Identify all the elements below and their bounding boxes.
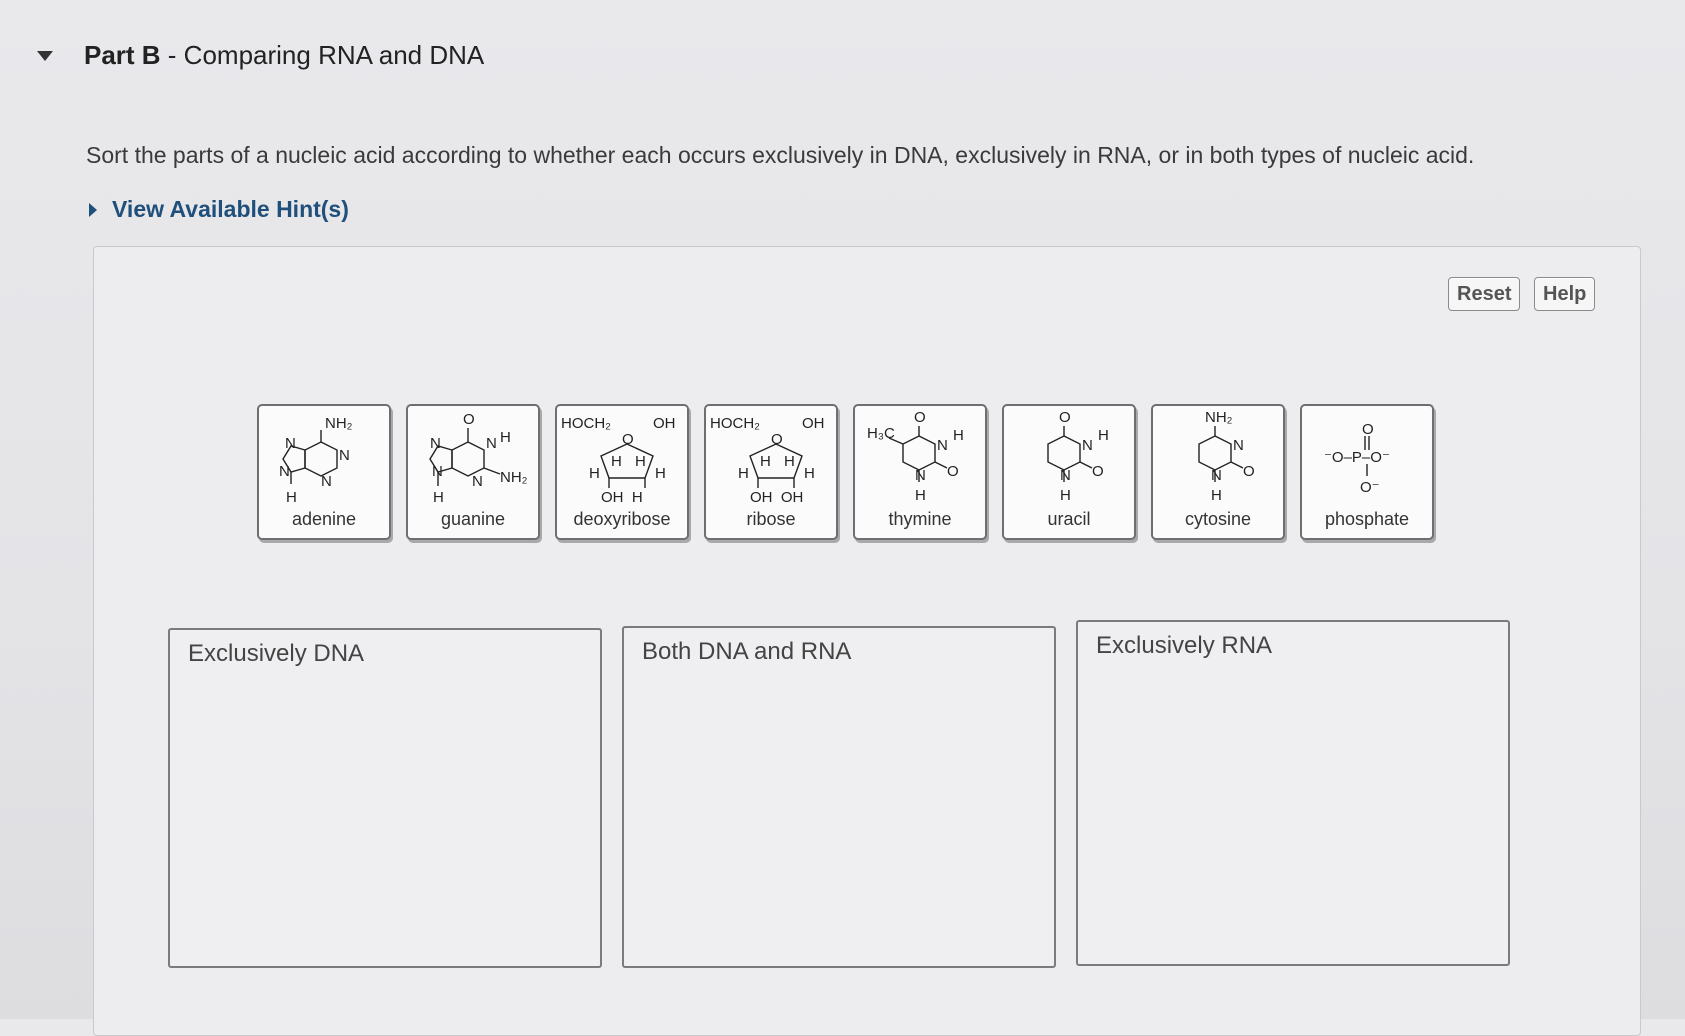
thymine-n: N	[937, 437, 948, 454]
tile-label: deoxyribose	[573, 509, 671, 529]
adenine-h: H	[286, 489, 297, 506]
tile-ribose[interactable]: HOCH₂ OH O H H H H OH OH ribose	[704, 404, 838, 540]
reset-button[interactable]: Reset	[1448, 277, 1521, 311]
ribose-hoch2: HOCH₂	[710, 415, 760, 432]
tile-guanine[interactable]: O N H NH₂ N N N H guanine	[406, 404, 540, 540]
tile-adenine[interactable]: NH₂ N N N N H adenine	[257, 404, 391, 540]
tile-label: guanine	[440, 509, 506, 529]
phosphate-o-bottom: O⁻	[1360, 479, 1380, 496]
uracil-n: N	[1082, 437, 1093, 454]
view-hints-link[interactable]: View Available Hint(s)	[88, 196, 349, 223]
part-title: Part B - Comparing RNA and DNA	[84, 40, 484, 71]
deoxyribose-h2: H	[635, 453, 646, 470]
thymine-h: H	[953, 427, 964, 444]
bin-exclusively-rna[interactable]: Exclusively RNA	[1076, 620, 1510, 966]
bin-exclusively-dna[interactable]: Exclusively DNA	[168, 628, 602, 968]
uracil-h: H	[1098, 427, 1109, 444]
thymine-o: O	[914, 409, 926, 426]
guanine-structure-icon: O N H NH₂ N N N H	[429, 411, 528, 506]
cytosine-structure-icon: NH₂ N N O H	[1198, 409, 1255, 504]
deoxyribose-h4: H	[655, 465, 666, 482]
tile-cytosine[interactable]: NH₂ N N O H cytosine	[1151, 404, 1285, 540]
bin-label: Exclusively RNA	[1096, 632, 1273, 659]
bin-label: Exclusively DNA	[188, 640, 365, 667]
ribose-h3: H	[738, 465, 749, 482]
tile-label: phosphate	[1324, 509, 1410, 529]
guanine-h: H	[500, 429, 511, 446]
collapse-caret-icon[interactable]	[34, 45, 56, 67]
tile-label: thymine	[888, 509, 952, 529]
cytosine-o: O	[1243, 463, 1255, 480]
deoxyribose-o: O	[622, 431, 634, 448]
instructions-text: Sort the parts of a nucleic acid accordi…	[86, 142, 1475, 168]
guanine-n3: N	[432, 463, 443, 480]
phosphate-structure-icon: O ⁻O–P–O⁻ O⁻	[1324, 421, 1390, 496]
part-header: Part B - Comparing RNA and DNA	[34, 40, 484, 71]
ribose-h2: H	[784, 453, 795, 470]
tile-uracil[interactable]: O N H N O H uracil	[1002, 404, 1136, 540]
ribose-bottom: OH OH	[750, 489, 803, 506]
thymine-h3c: H₃C	[867, 425, 895, 442]
deoxyribose-hoch2: HOCH₂	[561, 415, 611, 432]
adenine-structure-icon: NH₂ N N N N H	[279, 415, 353, 506]
tile-thymine[interactable]: H₃C O N H N O H thymine	[853, 404, 987, 540]
thymine-structure-icon: H₃C O N H N O H	[867, 409, 964, 504]
cytosine-hb: H	[1211, 487, 1222, 504]
deoxyribose-h1: H	[611, 453, 622, 470]
deoxyribose-oh: OH	[653, 415, 676, 432]
ribose-o: O	[771, 431, 783, 448]
part-label: Part B	[84, 40, 161, 70]
ribose-h1: H	[760, 453, 771, 470]
ribose-structure-icon: HOCH₂ OH O H H H H OH OH	[710, 415, 825, 506]
expand-caret-icon	[89, 202, 97, 217]
guanine-hb: H	[433, 489, 444, 506]
tile-label: uracil	[1047, 509, 1091, 529]
uracil-n2: N	[1060, 467, 1071, 484]
uracil-structure-icon: O N H N O H	[1047, 409, 1109, 504]
guanine-o: O	[463, 411, 475, 428]
uracil-o2: O	[1092, 463, 1104, 480]
tile-label: adenine	[291, 509, 357, 529]
phosphate-o-top: O	[1362, 421, 1374, 438]
tile-label: ribose	[746, 509, 796, 529]
cytosine-n: N	[1233, 437, 1244, 454]
bin-both-dna-and-rna[interactable]: Both DNA and RNA	[622, 626, 1056, 968]
guanine-n1: N	[472, 473, 483, 490]
adenine-nh2: NH₂	[325, 415, 353, 432]
part-name: - Comparing RNA and DNA	[160, 40, 485, 70]
adenine-n3: N	[285, 435, 296, 452]
deoxyribose-bottom: OH H	[601, 489, 643, 506]
cytosine-n2: N	[1211, 467, 1222, 484]
deoxyribose-structure-icon: HOCH₂ OH O H H H H OH H	[561, 415, 676, 506]
uracil-o: O	[1059, 409, 1071, 426]
ribose-oh: OH	[802, 415, 825, 432]
guanine-nh2: NH₂	[500, 469, 528, 486]
thymine-n2: N	[915, 467, 926, 484]
guanine-n: N	[486, 435, 497, 452]
thymine-hb: H	[915, 487, 926, 504]
tile-label: cytosine	[1184, 509, 1252, 529]
adenine-n4: N	[279, 463, 290, 480]
uracil-hb: H	[1060, 487, 1071, 504]
view-hints-label: View Available Hint(s)	[112, 196, 349, 222]
phosphate-row: ⁻O–P–O⁻	[1324, 449, 1390, 466]
tile-deoxyribose[interactable]: HOCH₂ OH O H H H H OH H deoxyribose	[555, 404, 689, 540]
adenine-n1: N	[339, 447, 350, 464]
help-button[interactable]: Help	[1534, 277, 1596, 311]
bin-label: Both DNA and RNA	[642, 638, 852, 665]
cytosine-nh2: NH₂	[1205, 409, 1233, 426]
deoxyribose-h3: H	[589, 465, 600, 482]
tile-phosphate[interactable]: O ⁻O–P–O⁻ O⁻ phosphate	[1300, 404, 1434, 540]
thymine-o2: O	[947, 463, 959, 480]
guanine-n2: N	[430, 435, 441, 452]
adenine-n2: N	[321, 473, 332, 490]
ribose-h4: H	[804, 465, 815, 482]
